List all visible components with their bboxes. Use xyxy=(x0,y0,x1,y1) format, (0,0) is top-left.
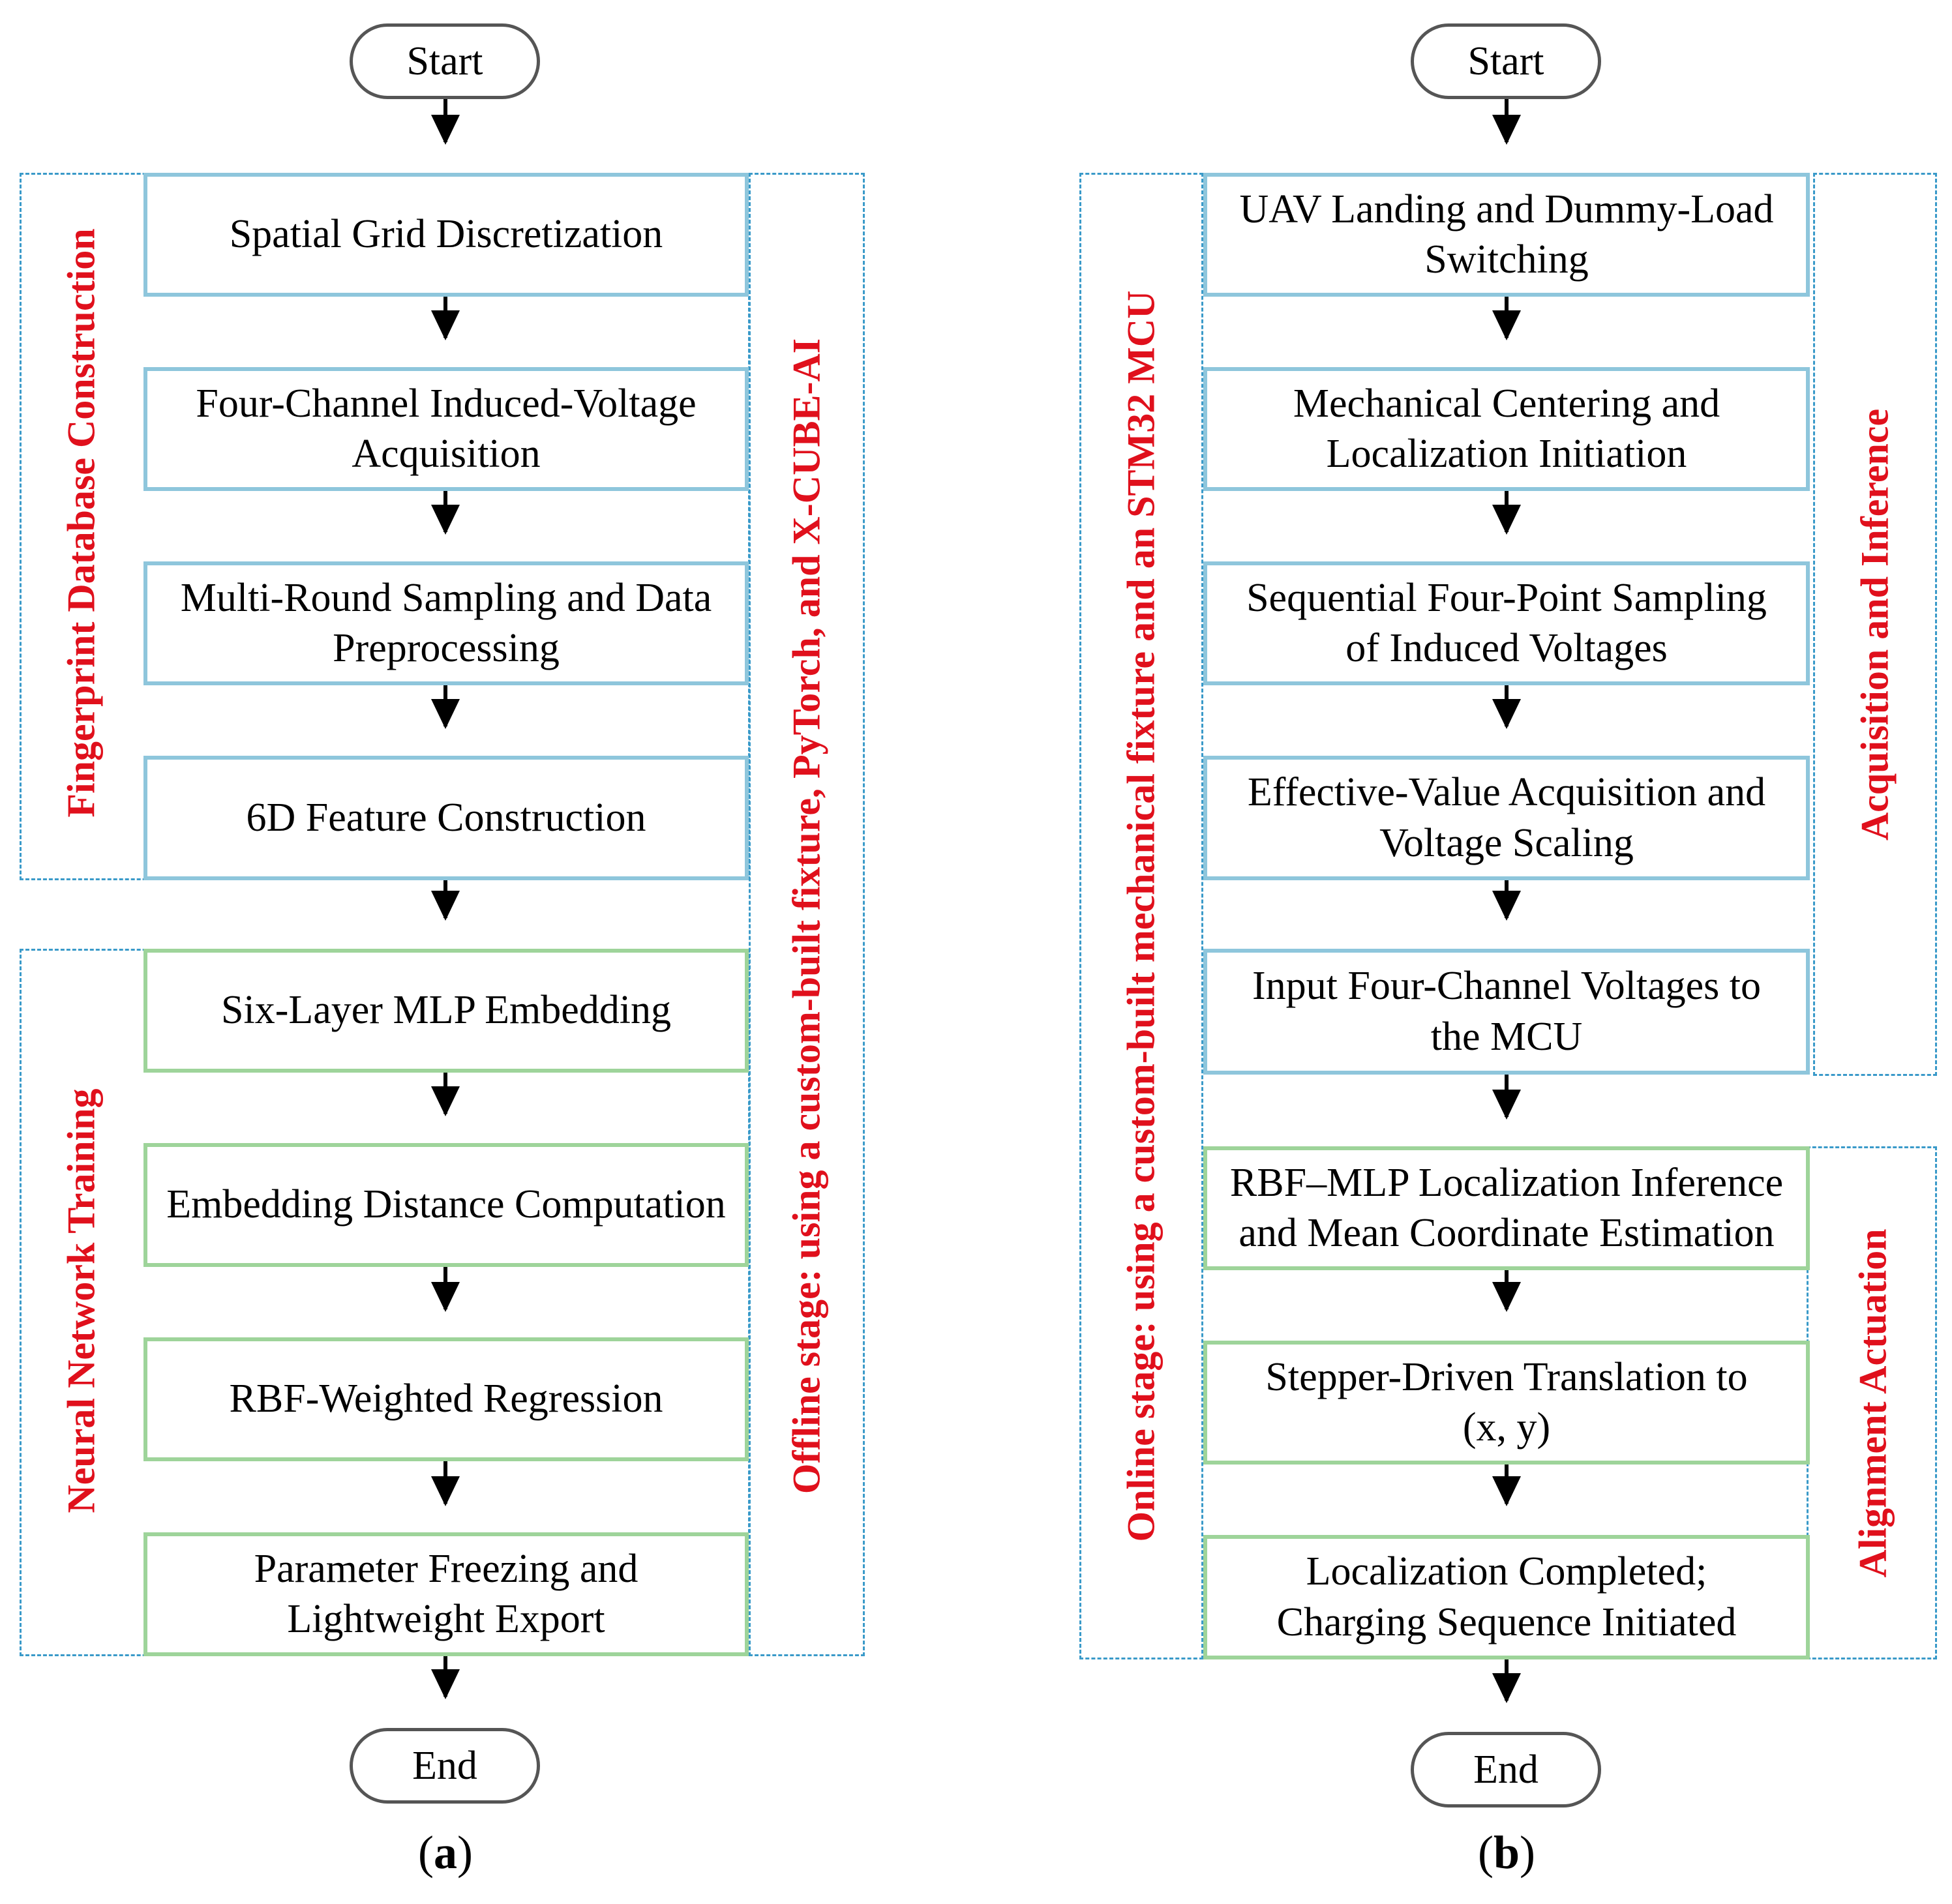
label-alignment-actuation: Alignment Actuation xyxy=(1851,1228,1895,1578)
end-label: End xyxy=(1473,1747,1539,1792)
step-line-1: Embedding Distance Computation xyxy=(166,1182,726,1227)
arrow xyxy=(431,1461,460,1506)
step-line-1: Mechanical Centering and xyxy=(1293,381,1720,426)
start-terminal-a: Start xyxy=(350,23,540,99)
step-line-1: Sequential Four-Point Sampling xyxy=(1246,575,1767,620)
end-terminal-a: End xyxy=(350,1728,540,1804)
arrow xyxy=(1492,489,1521,535)
arrow xyxy=(1492,683,1521,729)
step-line-2: Acquisition xyxy=(352,432,541,476)
step-line-1: Effective-Value Acquisition and xyxy=(1247,770,1766,814)
step-line-2: Charging Sequence Initiated xyxy=(1276,1599,1737,1644)
caption-close: ) xyxy=(1520,1826,1536,1879)
label-neural-network-training: Neural Network Training xyxy=(59,1088,103,1513)
arrow xyxy=(1492,1463,1521,1506)
step-line-2: Lightweight Export xyxy=(287,1597,605,1641)
step-spatial-grid-discretization: Spatial Grid Discretization xyxy=(143,173,749,297)
step-line-1: Stepper-Driven Translation to xyxy=(1265,1354,1748,1399)
arrow xyxy=(431,880,460,921)
step-line-1: Parameter Freezing and xyxy=(254,1546,638,1591)
caption-open: ( xyxy=(418,1826,434,1879)
label-acquisition-and-inference: Acquisition and Inference xyxy=(1853,408,1897,841)
step-line-2: Preprocessing xyxy=(333,626,560,670)
step-line-1: Input Four-Channel Voltages to xyxy=(1252,964,1762,1008)
arrow xyxy=(431,683,460,729)
step-input-voltages-to-mcu: Input Four-Channel Voltages to the MCU xyxy=(1203,949,1810,1075)
arrow xyxy=(431,489,460,535)
arrow xyxy=(1492,1073,1521,1120)
step-line-2: Switching xyxy=(1424,237,1589,282)
caption-a: (a) xyxy=(418,1826,473,1880)
arrow xyxy=(431,99,460,145)
caption-open: ( xyxy=(1477,1826,1494,1879)
arrow xyxy=(1492,295,1521,340)
caption-close: ) xyxy=(457,1826,473,1879)
step-line-1: Localization Completed; xyxy=(1306,1549,1707,1594)
step-line-2: Voltage Scaling xyxy=(1379,820,1634,865)
step-line-1: Six-Layer MLP Embedding xyxy=(221,988,671,1033)
step-embedding-distance-computation: Embedding Distance Computation xyxy=(143,1143,749,1267)
step-line-1: RBF-Weighted Regression xyxy=(229,1376,663,1421)
arrow xyxy=(1492,1659,1521,1703)
start-label: Start xyxy=(1467,38,1544,83)
caption-letter: a xyxy=(434,1826,457,1879)
arrow xyxy=(1492,1268,1521,1312)
arrow xyxy=(431,1266,460,1312)
step-line-2: (x, y) xyxy=(1462,1405,1551,1450)
arrow xyxy=(431,1656,460,1699)
end-terminal-b: End xyxy=(1411,1732,1601,1807)
arrow xyxy=(1492,99,1521,145)
label-online-stage: Online stage: using a custom-built mecha… xyxy=(1119,290,1163,1542)
step-line-1: Spatial Grid Discretization xyxy=(229,212,663,257)
step-localization-completed: Localization Completed; Charging Sequence… xyxy=(1203,1535,1810,1659)
start-terminal-b: Start xyxy=(1411,23,1601,99)
step-line-1: 6D Feature Construction xyxy=(246,795,646,840)
caption-letter: b xyxy=(1493,1826,1520,1879)
arrow xyxy=(1492,880,1521,921)
step-line-1: RBF–MLP Localization Inference xyxy=(1229,1160,1784,1205)
step-line-1: Multi-Round Sampling and Data xyxy=(180,575,712,620)
step-line-2: the MCU xyxy=(1430,1014,1583,1059)
label-fingerprint-database-construction: Fingerprint Database Construction xyxy=(59,228,103,818)
step-rbf-weighted-regression: RBF-Weighted Regression xyxy=(143,1337,749,1461)
start-label: Start xyxy=(406,38,483,83)
step-line-2: and Mean Coordinate Estimation xyxy=(1239,1211,1775,1255)
group-online-stage xyxy=(1079,173,1203,1659)
step-line-2: of Induced Voltages xyxy=(1345,626,1668,670)
caption-b: (b) xyxy=(1478,1826,1535,1880)
step-line-2: Localization Initiation xyxy=(1326,432,1687,476)
arrow xyxy=(431,295,460,340)
label-offline-stage: Offline stage: using a custom-built fixt… xyxy=(785,338,828,1495)
step-rbf-mlp-inference: RBF–MLP Localization Inference and Mean C… xyxy=(1203,1146,1810,1270)
end-label: End xyxy=(412,1743,477,1788)
arrow xyxy=(431,1071,460,1116)
group-acquisition-inference xyxy=(1813,173,1937,1076)
step-line-1: UAV Landing and Dummy-Load xyxy=(1239,186,1774,231)
step-stepper-translation: Stepper-Driven Translation to (x, y) xyxy=(1203,1341,1810,1465)
step-sequential-sampling: Sequential Four-Point Sampling of Induced… xyxy=(1203,561,1810,685)
group-offline-stage xyxy=(749,173,865,1656)
step-six-layer-mlp-embedding: Six-Layer MLP Embedding xyxy=(143,949,749,1073)
step-6d-feature-construction: 6D Feature Construction xyxy=(143,756,749,880)
step-line-1: Four-Channel Induced-Voltage xyxy=(196,381,697,426)
